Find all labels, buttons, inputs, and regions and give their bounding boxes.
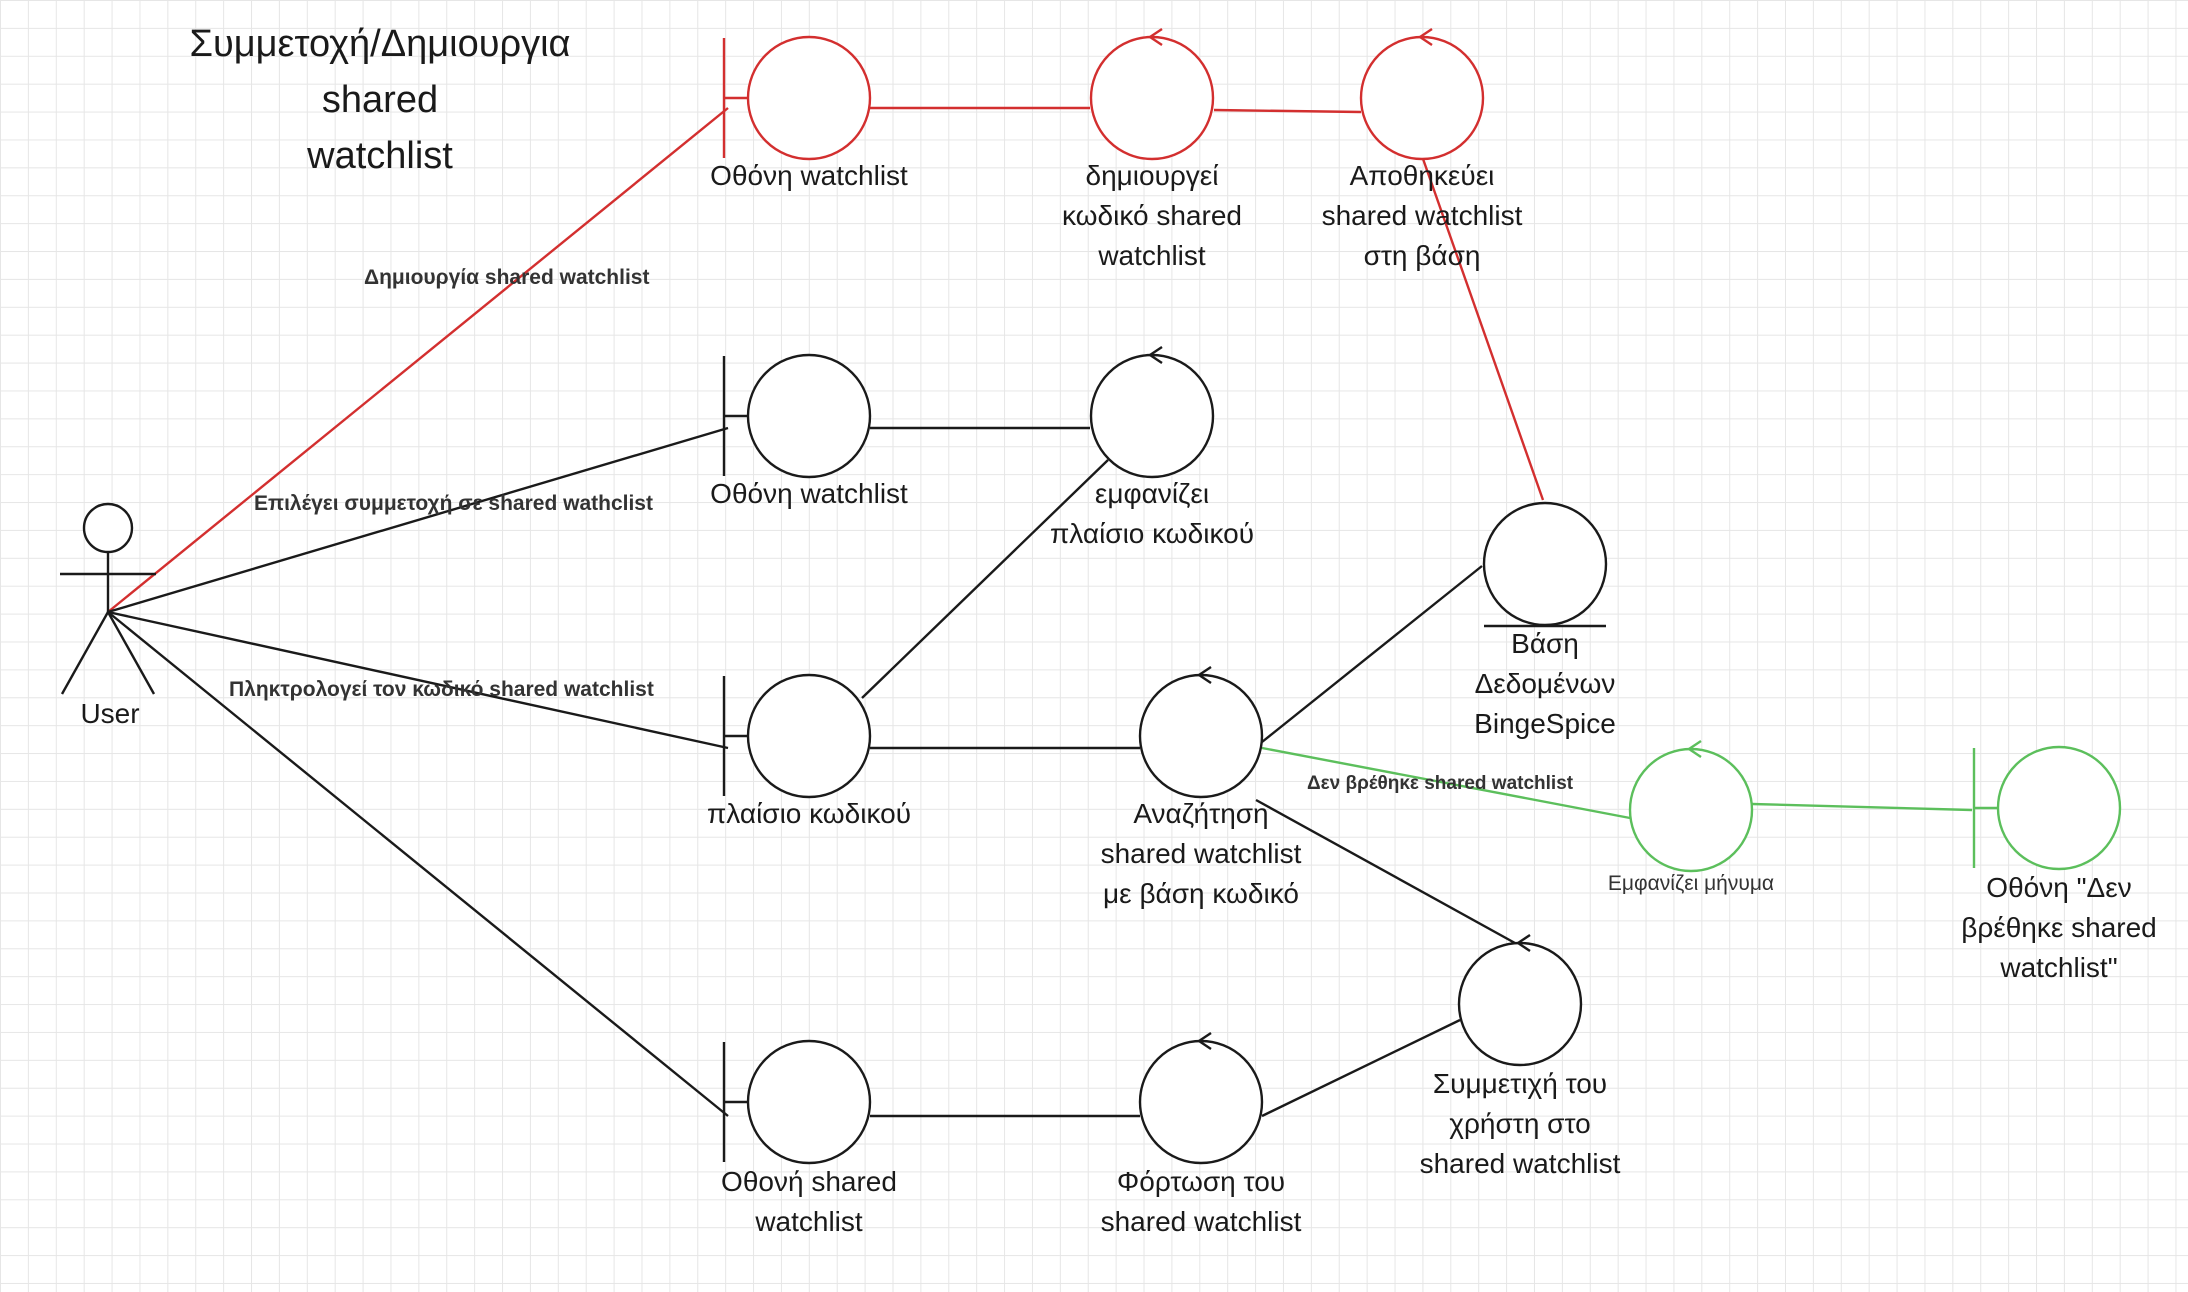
screen2-label: Οθόνη watchlist — [710, 478, 908, 509]
show-msg-label: Εμφανίζει μήνυμα — [1607, 872, 1775, 895]
edge-search-showmsg — [1261, 746, 1631, 820]
control-show-box — [1089, 346, 1215, 479]
search-label: Αναζήτηση shared watchlist με βάση κωδικ… — [1100, 798, 1302, 909]
edge-label-select-join: Επιλέγει συμμετοχή σε shared wathclist — [254, 492, 653, 515]
edge-showmsg-notfound — [1751, 802, 1973, 812]
screen1-label: Οθόνη watchlist — [710, 160, 908, 191]
create-code-label: δημιουργεί κωδικό shared watchlist — [1062, 160, 1242, 271]
edge-store-database — [1420, 155, 1545, 501]
boundary-shared-screen — [722, 1039, 872, 1165]
edge-label-not-found: Δεν βρέθηκε shared watchlist — [1307, 773, 1574, 794]
edge-user-codebox — [107, 610, 729, 750]
edge-user-screen2 — [107, 426, 729, 614]
join-label: Συμμετιχή του χρήστη στο shared watchlis… — [1419, 1068, 1621, 1179]
control-search — [1138, 666, 1264, 799]
boundary-code-box — [722, 673, 872, 799]
edge-user-screen1 — [107, 107, 729, 613]
control-create-code — [1089, 28, 1215, 161]
edge-label-type-code: Πληκτρολογεί τον κωδικό shared watchlist — [229, 678, 654, 701]
edge-user-sharedscreen — [107, 611, 729, 1117]
entity-database — [1482, 501, 1608, 628]
edge-create-store — [1213, 108, 1362, 114]
control-show-msg — [1628, 740, 1754, 873]
user-label: User — [80, 698, 140, 729]
edge-search-join — [1255, 798, 1525, 950]
store-label: Αποθηκεύει shared watchlist στη βάση — [1321, 160, 1523, 271]
edge-search-database — [1261, 565, 1483, 743]
not-found-screen-label: Οθόνη "Δεν βρέθηκε shared watchlist" — [1961, 872, 2157, 983]
diagram-title: Συμμετοχή/Δημιουργια shared watchlist — [140, 16, 620, 184]
code-box-label: πλαίσιο κωδικού — [706, 798, 912, 829]
title-line: watchlist — [307, 135, 453, 177]
load-label: Φόρτωση του shared watchlist — [1100, 1166, 1302, 1237]
user-actor — [60, 502, 156, 695]
control-join — [1457, 934, 1583, 1067]
control-store — [1359, 28, 1485, 161]
control-load — [1138, 1032, 1264, 1165]
edge-load-join — [1261, 1018, 1461, 1118]
boundary-screen1 — [722, 35, 872, 161]
title-line: Συμμετοχή/Δημιουργια — [189, 23, 571, 65]
shared-screen-label: Οθονή shared watchlist — [721, 1166, 897, 1237]
edge-codebox-showbox — [861, 459, 1109, 699]
boundary-screen2 — [722, 353, 872, 479]
database-label: Βάση Δεδομένων BingeSpice — [1474, 628, 1616, 739]
title-line: shared — [321, 79, 439, 121]
edge-label-create: Δημιουργία shared watchlist — [364, 266, 650, 289]
boundary-not-found-screen — [1972, 745, 2122, 871]
show-box-label: εμφανίζει πλαίσιο κωδικού — [1049, 478, 1255, 549]
